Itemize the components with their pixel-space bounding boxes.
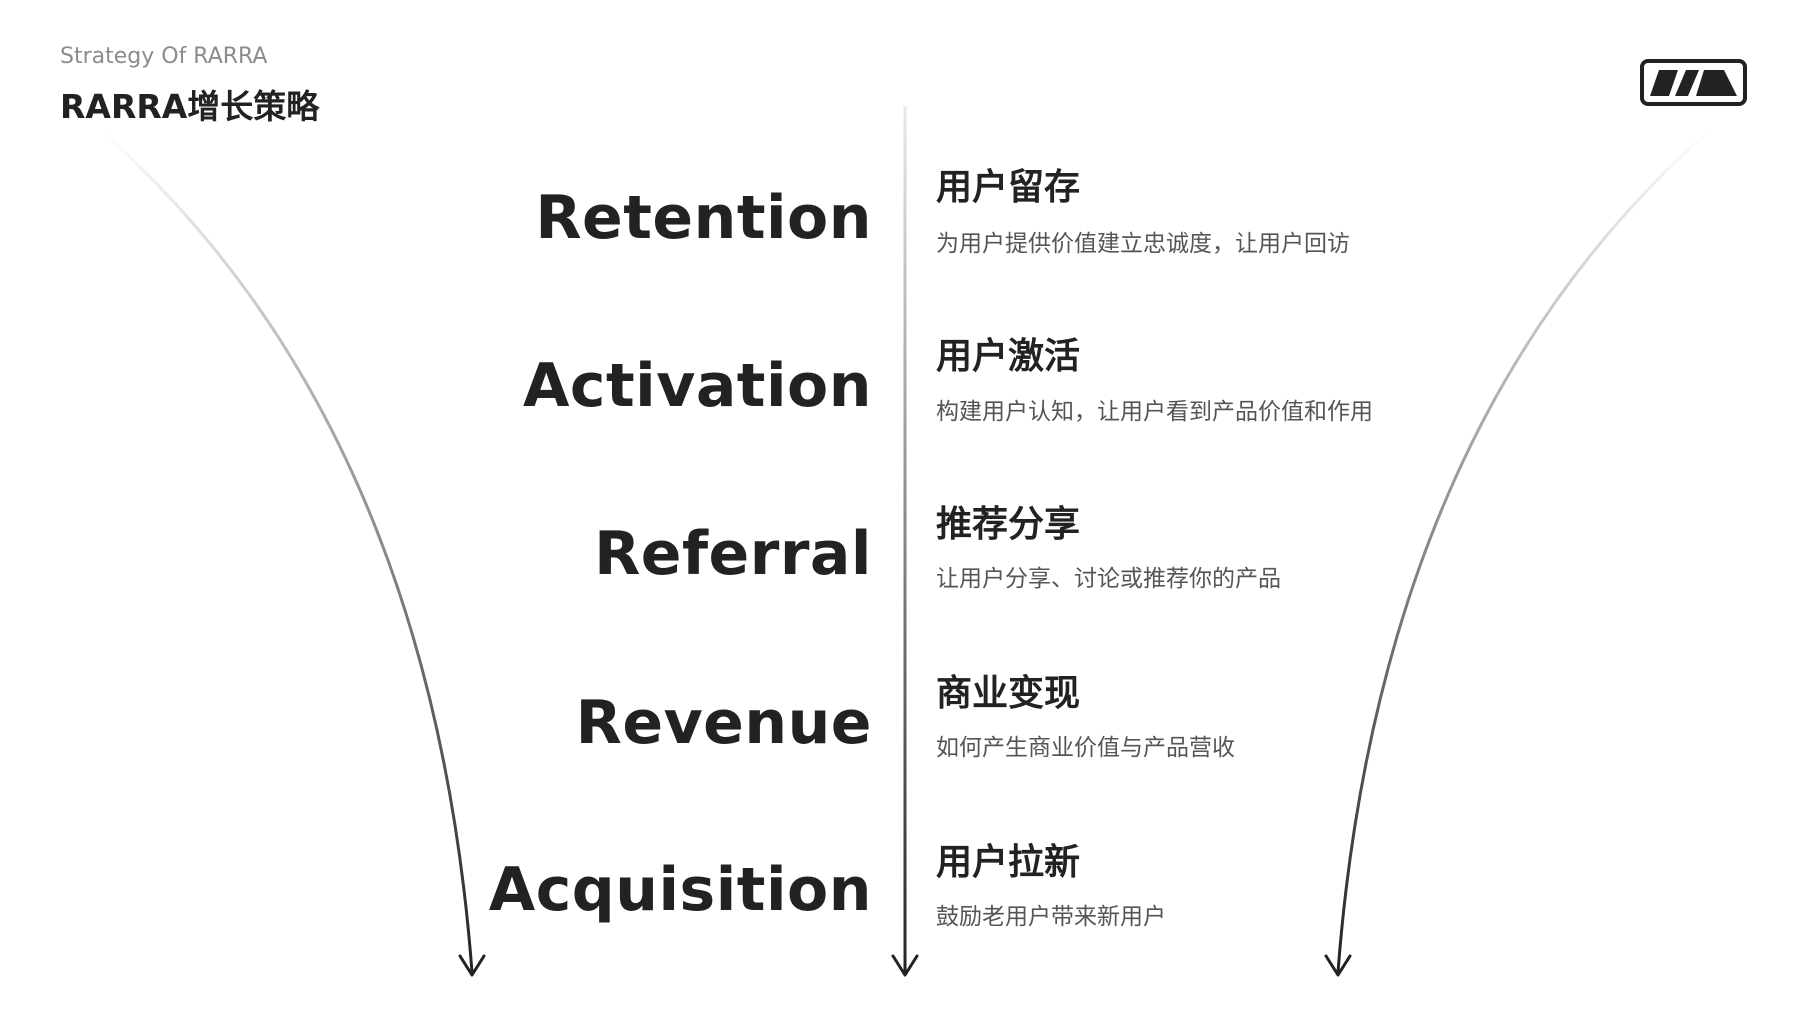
stage-desc-revenue: 如何产生商业价值与产品营收 bbox=[936, 735, 1235, 761]
stage-cn-referral: 推荐分享 bbox=[936, 504, 1081, 545]
left-arrow-head bbox=[458, 954, 486, 977]
stage-cn-acquisition: 用户拉新 bbox=[936, 842, 1081, 883]
stage-desc-acquisition: 鼓励老用户带来新用户 bbox=[936, 904, 1166, 930]
stage-en-retention: Retention bbox=[535, 183, 872, 253]
page-title: RARRA增长策略 bbox=[60, 87, 320, 126]
stage-cn-revenue: 商业变现 bbox=[936, 673, 1081, 714]
stage-en-referral: Referral bbox=[594, 519, 872, 589]
stage-desc-activation: 构建用户认知，让用户看到产品价值和作用 bbox=[936, 399, 1373, 425]
brand-logo-icon bbox=[1640, 59, 1747, 106]
stage-desc-retention: 为用户提供价值建立忠诚度，让用户回访 bbox=[936, 231, 1350, 257]
stage-desc-referral: 让用户分享、讨论或推荐你的产品 bbox=[936, 566, 1281, 592]
stage-en-revenue: Revenue bbox=[575, 688, 872, 758]
stage-en-activation: Activation bbox=[522, 351, 872, 421]
left-arrow-curve bbox=[99, 128, 474, 973]
right-arrow-head bbox=[1324, 954, 1352, 977]
stage-cn-retention: 用户留存 bbox=[936, 167, 1081, 208]
center-arrow-head bbox=[891, 954, 919, 977]
right-arrow-curve bbox=[1336, 128, 1711, 973]
stage-cn-activation: 用户激活 bbox=[936, 336, 1081, 377]
page-subtitle: Strategy Of RARRA bbox=[60, 44, 268, 69]
stage-en-acquisition: Acquisition bbox=[488, 855, 872, 925]
